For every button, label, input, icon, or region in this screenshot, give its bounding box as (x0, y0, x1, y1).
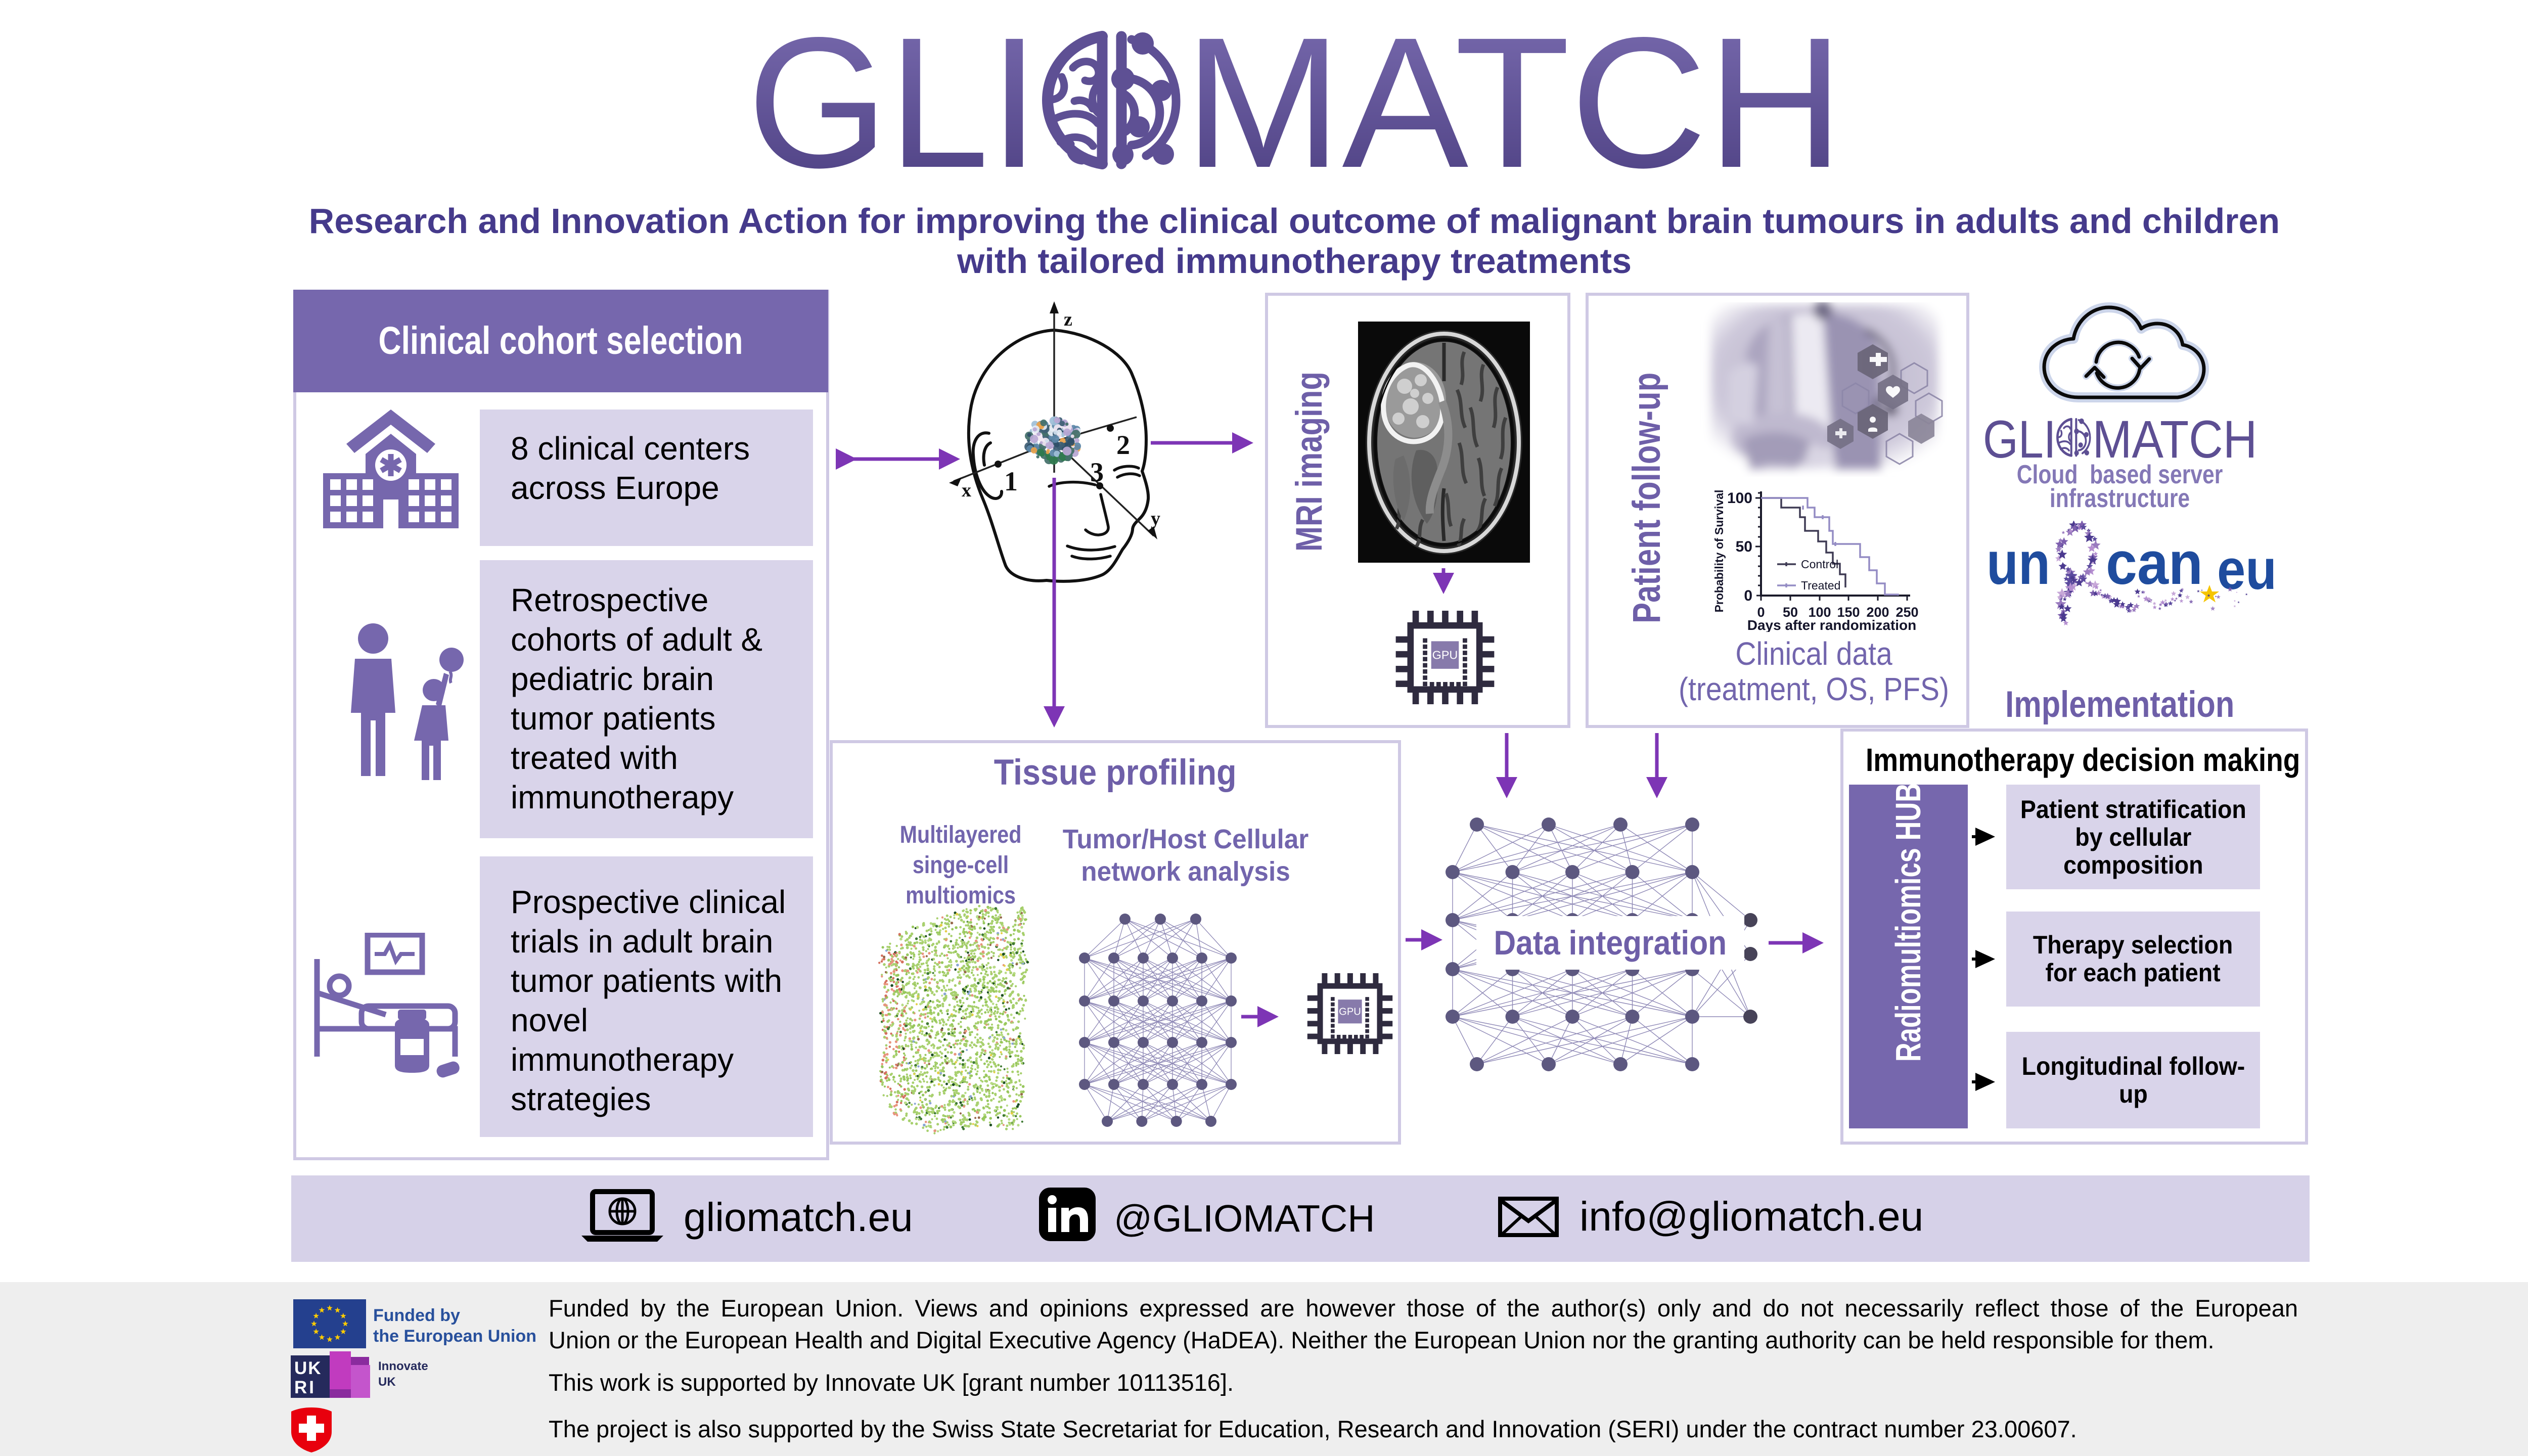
svg-text:RI: RI (294, 1378, 316, 1397)
svg-text:eu: eu (2217, 538, 2277, 601)
svg-text:1: 1 (1004, 466, 1018, 496)
svg-text:Days after randomization: Days after randomization (1747, 617, 1917, 632)
svg-text:200: 200 (1866, 605, 1889, 620)
svg-text:MATCH: MATCH (1184, 20, 1844, 182)
svg-text:un: un (1987, 529, 2050, 597)
svg-text:y: y (1151, 508, 1160, 529)
svg-text:100: 100 (1808, 605, 1831, 620)
svg-text:0: 0 (1744, 587, 1752, 604)
svg-text:2: 2 (1116, 430, 1130, 460)
svg-text:Probability of Survival: Probability of Survival (1712, 490, 1726, 613)
svg-text:GPU: GPU (1432, 648, 1458, 661)
svg-text:Control: Control (1801, 558, 1838, 571)
svg-text:100: 100 (1727, 490, 1752, 507)
svg-text:UK: UK (294, 1358, 322, 1378)
svg-text:3: 3 (1090, 457, 1104, 487)
svg-text:z: z (1064, 309, 1072, 330)
svg-text:GPU: GPU (1339, 1007, 1361, 1018)
svg-text:GLI: GLI (747, 20, 1040, 182)
svg-text:150: 150 (1837, 605, 1860, 620)
svg-text:50: 50 (1783, 605, 1798, 620)
svg-text:Treated: Treated (1801, 579, 1840, 592)
svg-text:250: 250 (1895, 605, 1918, 620)
svg-text:50: 50 (1736, 538, 1752, 555)
svg-text:can: can (2106, 529, 2203, 597)
svg-text:x: x (962, 480, 971, 501)
svg-text:MATCH: MATCH (2093, 414, 2258, 464)
svg-text:GLI: GLI (1983, 414, 2056, 464)
svg-text:0: 0 (1757, 605, 1765, 620)
svg-text:Innovate: Innovate (378, 1359, 428, 1373)
svg-text:UK: UK (378, 1375, 396, 1389)
